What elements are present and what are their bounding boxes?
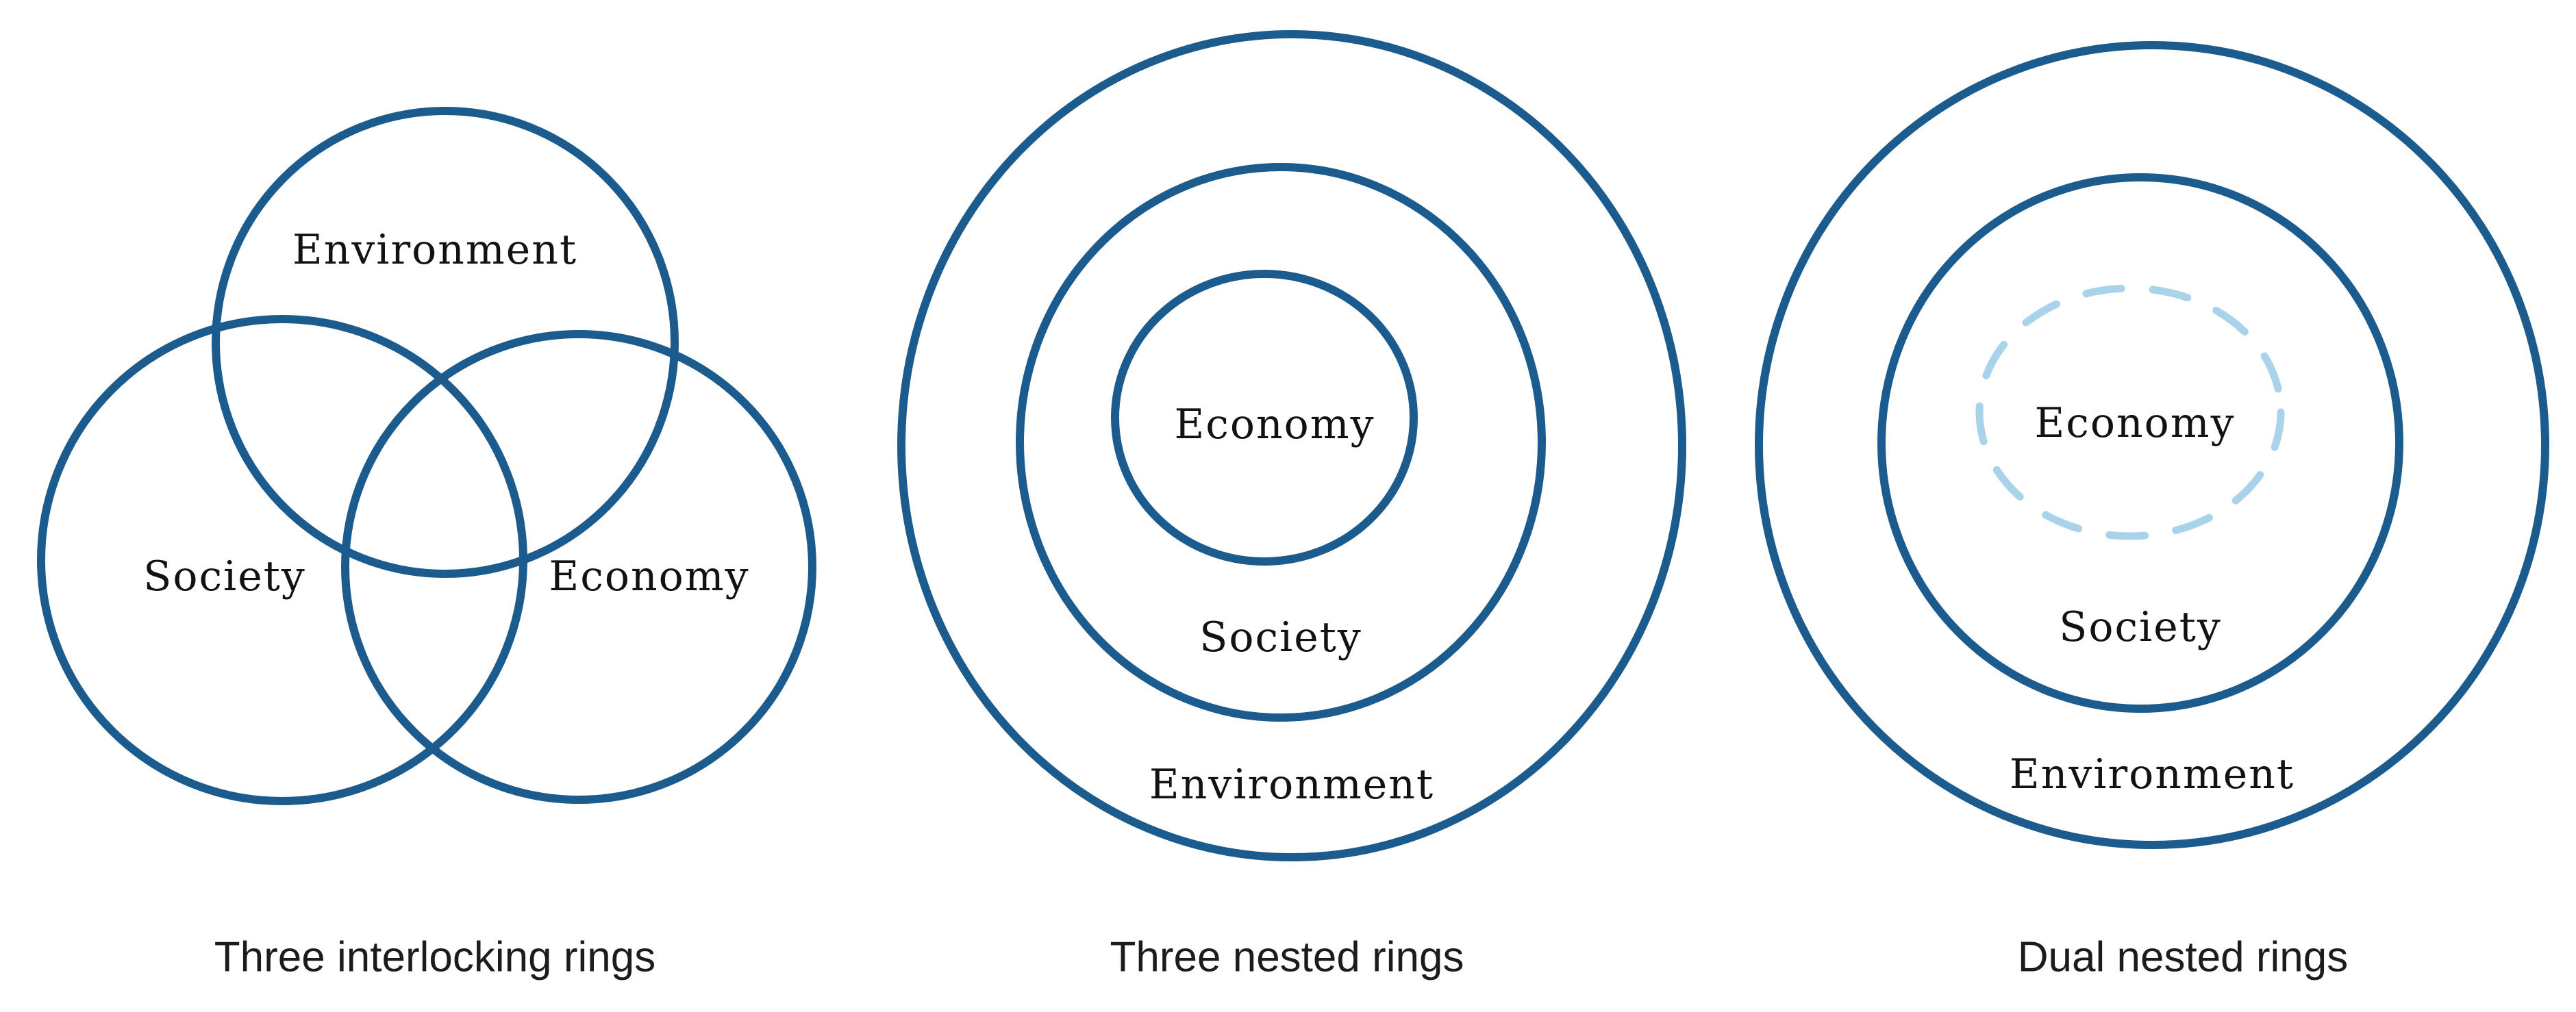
nested-society-label: Society <box>1199 613 1362 661</box>
nested-environment-label: Environment <box>1149 761 1435 809</box>
venn-environment-ring <box>212 107 679 578</box>
venn-economy-ring <box>341 330 816 804</box>
dual-nested-caption: Dual nested rings <box>2017 933 2349 981</box>
nested-diagram <box>897 30 1686 861</box>
nested-economy-label: Economy <box>1174 401 1375 448</box>
venn-economy-label: Economy <box>549 553 750 600</box>
venn-society-label: Society <box>143 553 306 600</box>
dual-environment-ring <box>1755 41 2549 849</box>
dual-environment-label: Environment <box>2009 750 2295 798</box>
nested-caption: Three nested rings <box>1110 933 1464 981</box>
nested-economy-ring <box>1111 270 1418 566</box>
dual-nested-diagram <box>1755 41 2549 849</box>
venn-society-ring <box>37 315 527 805</box>
dual-society-label: Society <box>2059 603 2222 651</box>
dual-economy-dashed-ring <box>1975 284 2285 540</box>
dual-society-ring <box>1877 173 2403 713</box>
venn-diagram <box>37 107 816 805</box>
venn-environment-label: Environment <box>292 226 578 274</box>
dual-economy-label: Economy <box>2034 399 2236 447</box>
nested-environment-ring <box>897 30 1686 861</box>
nested-society-ring <box>1016 163 1546 722</box>
venn-caption: Three interlocking rings <box>214 933 656 981</box>
